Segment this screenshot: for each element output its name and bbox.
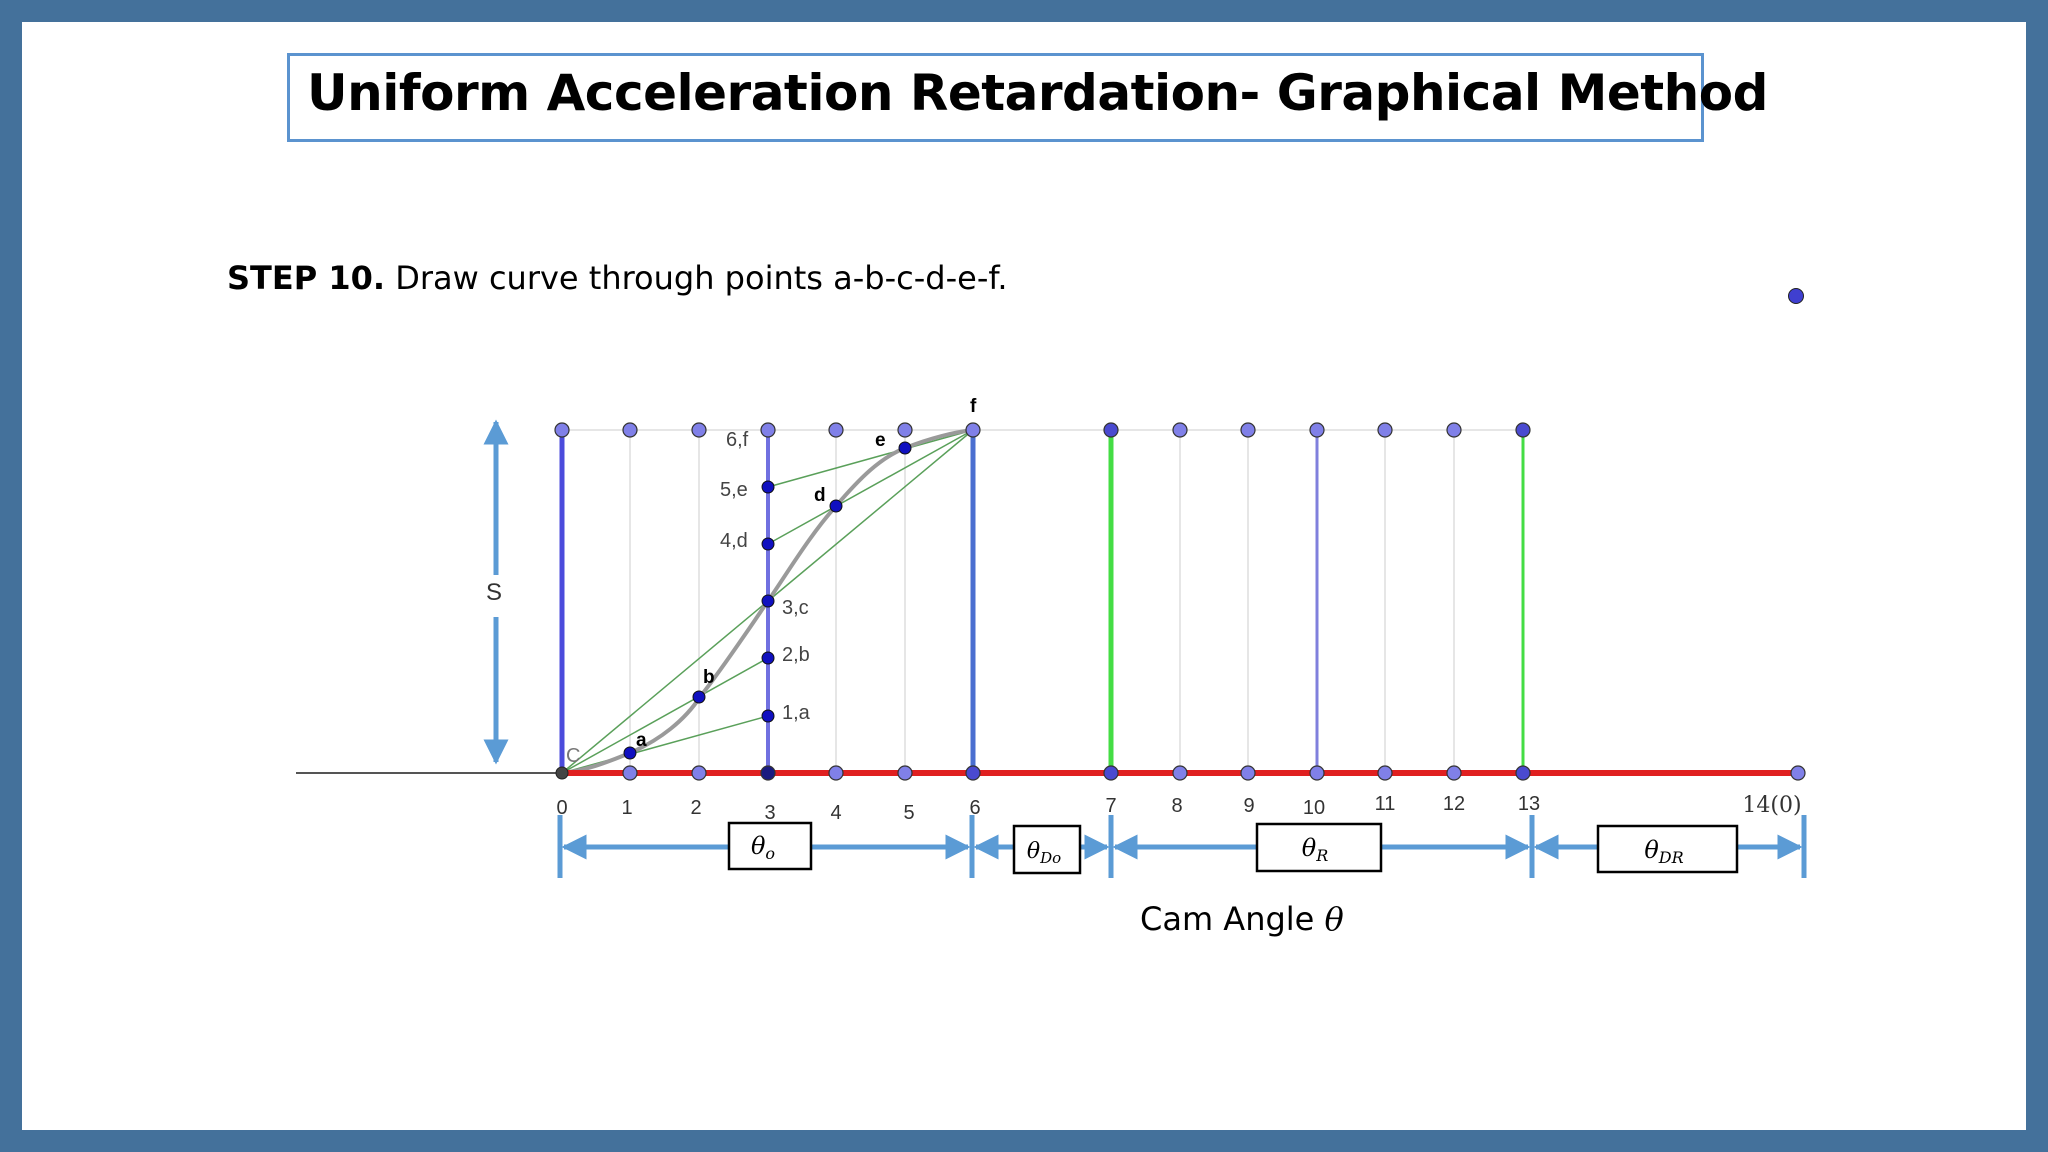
construction-lines: [561, 429, 974, 774]
x-axis-caption: Cam Angle: [1140, 900, 1315, 938]
svg-text:8: 8: [1171, 795, 1182, 817]
interval-theta-do: θDo: [1012, 824, 1082, 875]
svg-text:θDo: θDo: [1027, 839, 1061, 867]
point-label-a: a: [636, 730, 647, 751]
svg-text:13: 13: [1518, 793, 1540, 815]
svg-text:6: 6: [969, 797, 980, 819]
step-text: Draw curve through points a-b-c-d-e-f.: [385, 259, 1008, 297]
step-number: STEP 10.: [227, 259, 386, 297]
s-label: S: [486, 579, 502, 606]
svg-text:θo: θo: [751, 832, 775, 863]
svg-text:θR: θR: [1302, 834, 1329, 865]
slide: Uniform Acceleration Retardation- Graphi…: [22, 22, 2026, 1130]
top-points: [554, 422, 1531, 438]
interval-theta-r: θR: [1255, 822, 1383, 873]
div-label-4d: 4,d: [720, 530, 748, 552]
svg-text:14(0): 14(0): [1742, 793, 1801, 818]
interval-theta-dr: θDR: [1596, 824, 1739, 874]
div-label-2b: 2,b: [782, 644, 810, 666]
svg-text:12: 12: [1443, 793, 1465, 815]
svg-text:4: 4: [830, 802, 841, 824]
svg-text:3: 3: [764, 802, 775, 824]
point-label-f: f: [970, 396, 977, 417]
tick-labels: 0 1 2 3 4 5 6 7 8 9 10 11 12 13 14(0): [556, 793, 1801, 824]
div-label-3c: 3,c: [782, 597, 809, 619]
step-instruction: STEP 10. Draw curve through points a-b-c…: [227, 259, 1007, 297]
div-label-6f: 6,f: [726, 429, 749, 451]
interval-boundaries: [557, 815, 1807, 878]
baseline-points: [622, 765, 1806, 781]
division-points: [761, 480, 775, 723]
point-label-b: b: [703, 667, 715, 688]
svg-text:11: 11: [1375, 793, 1396, 815]
grid-lines: [563, 429, 1520, 773]
x-axis-symbol: θ: [1324, 900, 1344, 938]
stray-point: [1788, 288, 1804, 304]
div-label-1a: 1,a: [782, 702, 811, 724]
svg-text:10: 10: [1303, 797, 1325, 819]
svg-text:5: 5: [903, 802, 914, 824]
title-box: Uniform Acceleration Retardation- Graphi…: [287, 53, 1768, 142]
x-axis-label: Cam Angle θ: [1140, 900, 1344, 938]
svg-text:1: 1: [621, 797, 632, 819]
point-label-d: d: [814, 485, 826, 506]
svg-text:0: 0: [556, 797, 567, 819]
point-label-e: e: [875, 430, 886, 451]
origin-label: C: [566, 745, 580, 767]
svg-text:9: 9: [1243, 795, 1254, 817]
page-title: Uniform Acceleration Retardation- Graphi…: [307, 64, 1768, 122]
svg-text:θDR: θDR: [1644, 836, 1683, 867]
interval-theta-o: θo: [727, 821, 813, 871]
div-label-5e: 5,e: [720, 479, 748, 501]
curve-points: [623, 441, 912, 760]
origin-point: [555, 766, 569, 780]
svg-text:2: 2: [690, 797, 701, 819]
svg-text:7: 7: [1105, 795, 1116, 817]
